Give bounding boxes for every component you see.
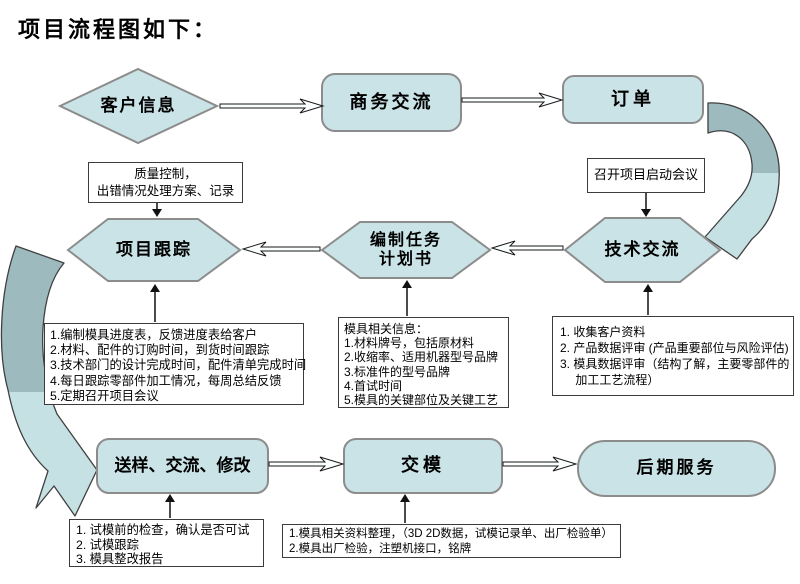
mold-delivery-node — [343, 438, 503, 494]
trial-detail-item: 3. 模具整改报告 — [76, 552, 164, 566]
curved-arrow-tracking-to-sample — [0, 245, 98, 517]
kickoff-meeting-text: 召开项目启动会议 — [593, 167, 698, 182]
business-communication-node — [321, 73, 462, 132]
page-title: 项目流程图如下： — [18, 17, 219, 42]
arrow-sample-to-delivery — [268, 456, 345, 472]
after-service-node — [577, 440, 776, 497]
arrow-taskplan-to-tracking — [241, 241, 321, 257]
mold-info-note: 模具相关信息： 1.材料牌号，包括原材料 2.收缩率、适用机器型号品牌 3.标准… — [338, 317, 509, 408]
arrow-trialnotes-to-sample — [165, 494, 175, 518]
delivery-detail-item: 1.模具相关资料整理，（3D 2D数据，试模记录单、出厂检验单） — [289, 528, 613, 540]
order-node — [562, 75, 704, 124]
task-plan-hexagon — [320, 221, 492, 279]
tracking-detail-item: 5.定期召开项目会议 — [50, 388, 159, 403]
delivery-detail-item: 2.模具出厂检验，注塑机接口，铭牌 — [289, 542, 472, 555]
mold-info-item: 3.标准件的型号品牌 — [344, 364, 451, 379]
delivery-details-note: 1.模具相关资料整理，（3D 2D数据，试模记录单、出厂检验单） 2.模具出厂检… — [282, 524, 621, 558]
trial-details-note: 1. 试模前的检查，确认是否可试 2. 试模跟踪 3. 模具整改报告 — [69, 519, 264, 567]
trial-detail-item: 1. 试模前的检查，确认是否可试 — [76, 523, 250, 537]
trial-detail-item: 2. 试模跟踪 — [76, 537, 139, 552]
quality-control-note: 质量控制， 出错情况处理方案、记录 — [88, 162, 243, 203]
tracking-detail-item: 4.每日跟踪零部件加工情况，每周总结反馈 — [50, 373, 282, 388]
technical-communication-hexagon — [563, 217, 722, 283]
sample-communication-node — [96, 438, 269, 494]
arrow-delivery-to-service — [502, 456, 578, 472]
quality-control-line1: 质量控制， — [134, 167, 197, 181]
mold-info-heading: 模具相关信息： — [344, 322, 429, 336]
customer-info-diamond — [57, 67, 220, 145]
curved-arrow-order-to-tech — [704, 102, 780, 260]
arrow-trackingnotes-to-tracking — [150, 284, 160, 322]
arrow-quality-to-tracking — [152, 202, 162, 217]
tech-detail-item: 加工工艺流程） — [560, 373, 660, 387]
tech-detail-item: 1. 收集客户资料 — [560, 325, 646, 339]
tracking-detail-item: 3.技术部门的设计完成时间，配件清单完成时间 — [50, 358, 307, 373]
mold-info-item: 2.收缩率、适用机器型号品牌 — [344, 350, 499, 365]
mold-info-item: 1.材料牌号，包括原材料 — [344, 336, 475, 351]
mold-info-item: 5.模具的关键部位及关键工艺 — [344, 393, 499, 408]
arrow-technotes-to-tech — [643, 284, 653, 315]
arrow-moldinfo-to-taskplan — [402, 280, 412, 316]
kickoff-meeting-note: 召开项目启动会议 — [587, 158, 705, 193]
arrow-customer-to-business — [219, 98, 325, 114]
tech-detail-item: 2. 产品数据评审 (产品重要部位与风险评估) — [560, 341, 789, 355]
arrow-deliverynotes-to-delivery — [400, 494, 410, 523]
arrow-kickoff-to-tech — [641, 192, 651, 217]
arrow-business-to-order — [461, 92, 564, 108]
tracking-details-note: 1.编制模具进度表，反馈进度表给客户 2.材料、配件的订购时间，到货时间跟踪 3… — [44, 323, 307, 405]
quality-control-line2: 出错情况处理方案、记录 — [96, 184, 235, 198]
arrow-tech-to-taskplan — [490, 240, 564, 256]
project-tracking-hexagon — [66, 218, 242, 282]
tech-details-note: 1. 收集客户资料 2. 产品数据评审 (产品重要部位与风险评估) 3. 模具数… — [552, 316, 794, 396]
tracking-detail-item: 2.材料、配件的订购时间，到货时间跟踪 — [50, 343, 270, 358]
tech-detail-item: 3. 模具数据评审（结构了解，主要零部件的 — [560, 357, 790, 371]
tracking-detail-item: 1.编制模具进度表，反馈进度表给客户 — [50, 328, 258, 342]
mold-info-item: 4.首试时间 — [344, 378, 403, 393]
